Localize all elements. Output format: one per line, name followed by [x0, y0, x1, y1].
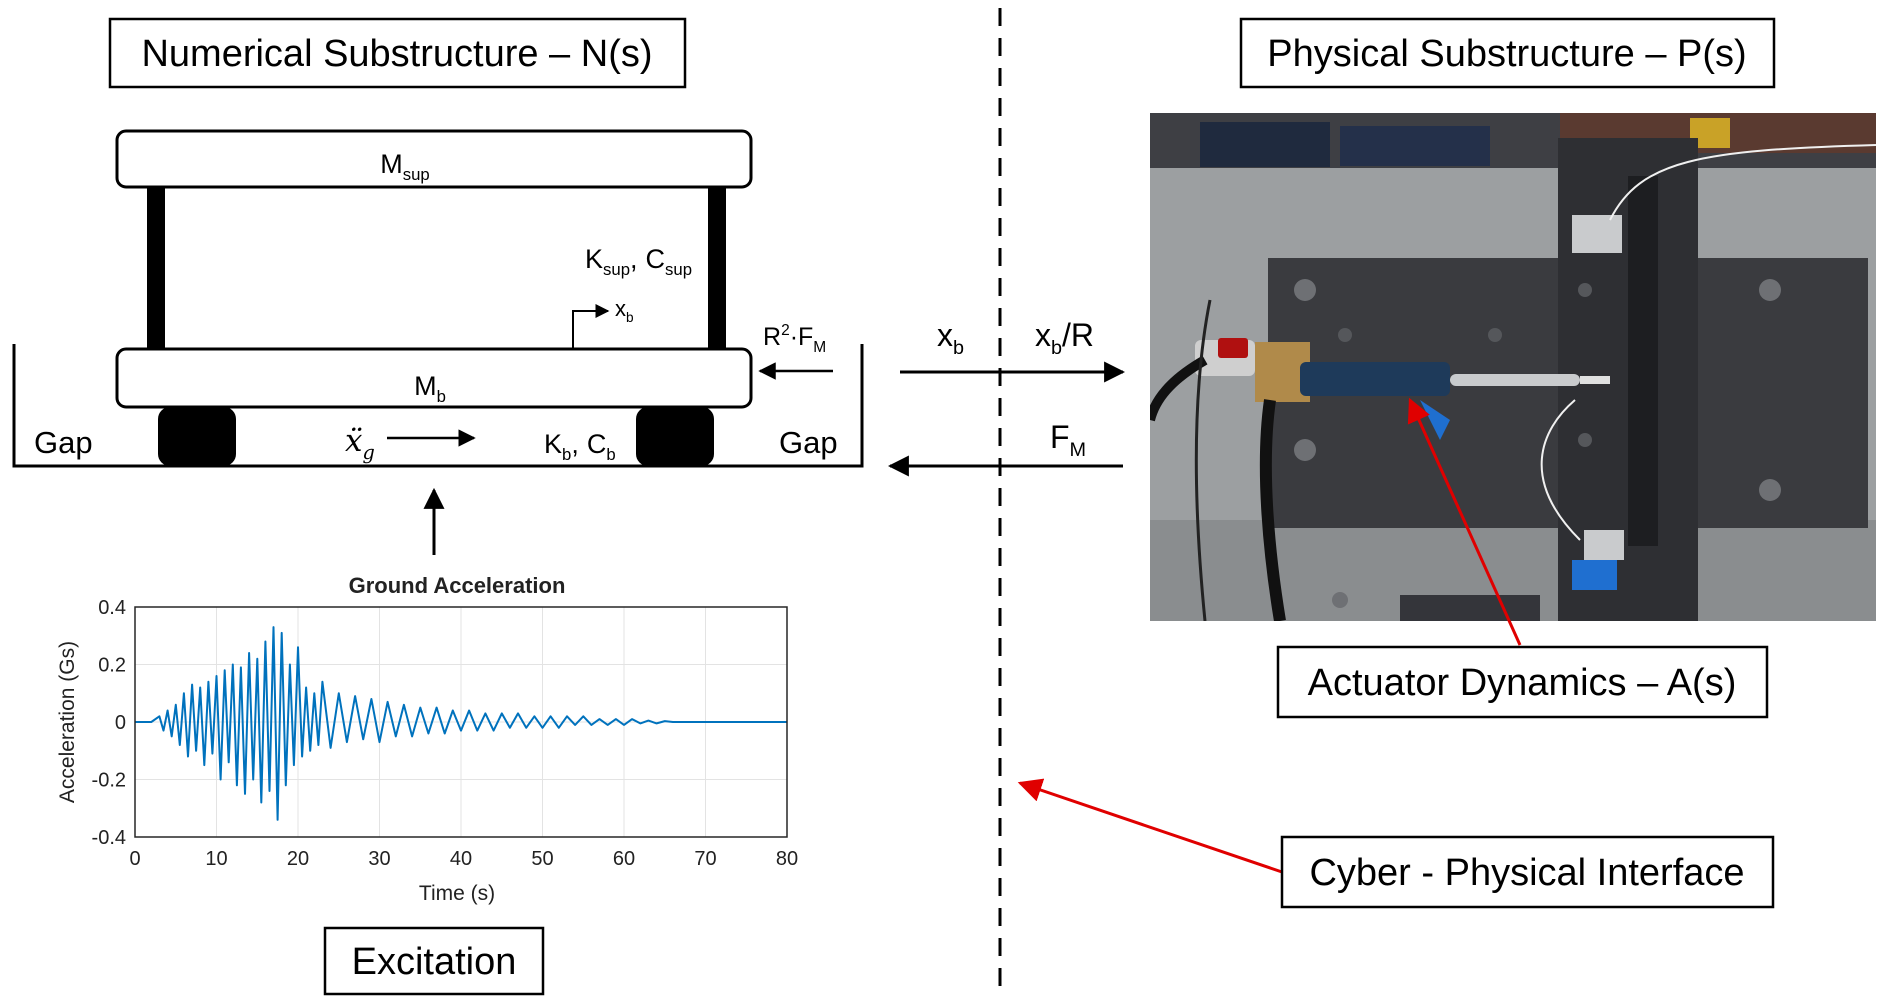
k-sup-c-sup-label: Ksup,Csup: [585, 244, 692, 279]
cyber-physical-interface-box: Cyber - Physical Interface: [1280, 835, 1775, 909]
chart-y-axis-label: Acceleration (Gs): [56, 641, 79, 803]
physical-substructure-title: Physical Substructure – P(s): [1267, 33, 1746, 75]
x-tick-label: 60: [613, 848, 635, 870]
physical-substructure-box: Physical Substructure – P(s): [1239, 17, 1776, 89]
ground-acceleration-chart: Ground Acceleration Time (s) Acceleratio…: [56, 573, 798, 905]
y-tick-label: 0.4: [98, 597, 126, 619]
actuator-dynamics-title: Actuator Dynamics – A(s): [1308, 662, 1737, 704]
y-tick-label: 0: [115, 712, 126, 734]
base-mass: [115, 347, 753, 409]
interface-pointer-arrow: [1017, 778, 1283, 874]
xb-over-r-label: xb/R: [1035, 317, 1094, 359]
physical-specimen-photo: [1150, 113, 1876, 621]
actuator-pointer-arrow: [1407, 397, 1522, 646]
m-sup-label: Msup: [380, 149, 429, 184]
xg-ddot-label: ẍg: [345, 423, 375, 464]
excitation-title: Excitation: [352, 941, 517, 983]
x-tick-label: 70: [694, 848, 716, 870]
ground-trench: [12, 344, 864, 468]
chart-ticks: 0 10 20 30 40 50 60 70 80 0.4 0.2 0 -0.2 -0.4: [92, 597, 799, 870]
chart-x-axis-label: Time (s): [419, 882, 495, 905]
x-tick-label: 80: [776, 848, 798, 870]
numerical-substructure-title: Numerical Substructure – N(s): [141, 33, 652, 75]
chart-series: [135, 626, 787, 821]
signal-arrows: xb xb/R FM: [887, 317, 1126, 477]
y-tick-label: 0.2: [98, 655, 126, 677]
k-b-c-b-label: Kb,Cb: [544, 429, 616, 464]
structure-schematic: Msup Ksup,Csup xb Mb R2·FM Gap Gap ẍg Kb…: [12, 129, 864, 468]
excitation-box: Excitation: [323, 926, 545, 996]
cyber-physical-interface-title: Cyber - Physical Interface: [1309, 852, 1744, 894]
left-bearing: [158, 407, 236, 466]
xb-signal-label: xb: [937, 317, 964, 359]
x-tick-label: 30: [368, 848, 390, 870]
y-tick-label: -0.4: [92, 827, 126, 849]
m-b-label: Mb: [414, 371, 446, 406]
ground-acceleration-series-line: [135, 626, 787, 821]
xb-displacement-arrow: [572, 304, 610, 349]
actuator-dynamics-box: Actuator Dynamics – A(s): [1276, 645, 1769, 719]
chart-title: Ground Acceleration: [349, 573, 566, 598]
x-tick-label: 20: [287, 848, 309, 870]
chart-plot-frame: [134, 606, 788, 838]
x-tick-label: 10: [205, 848, 227, 870]
x-tick-label: 50: [531, 848, 553, 870]
xb-small-label: xb: [615, 296, 634, 325]
gap-right-label: Gap: [779, 425, 838, 460]
superstructure-mass: [115, 129, 753, 189]
x-tick-label: 40: [450, 848, 472, 870]
y-tick-label: -0.2: [92, 770, 126, 792]
right-bearing: [636, 407, 714, 466]
r2-fm-label: R2·FM: [763, 322, 826, 356]
fm-signal-label: FM: [1050, 419, 1086, 461]
gap-left-label: Gap: [34, 425, 93, 460]
x-tick-label: 0: [129, 848, 140, 870]
numerical-substructure-box: Numerical Substructure – N(s): [108, 17, 687, 89]
left-column: [147, 187, 165, 349]
right-column: [708, 187, 726, 349]
